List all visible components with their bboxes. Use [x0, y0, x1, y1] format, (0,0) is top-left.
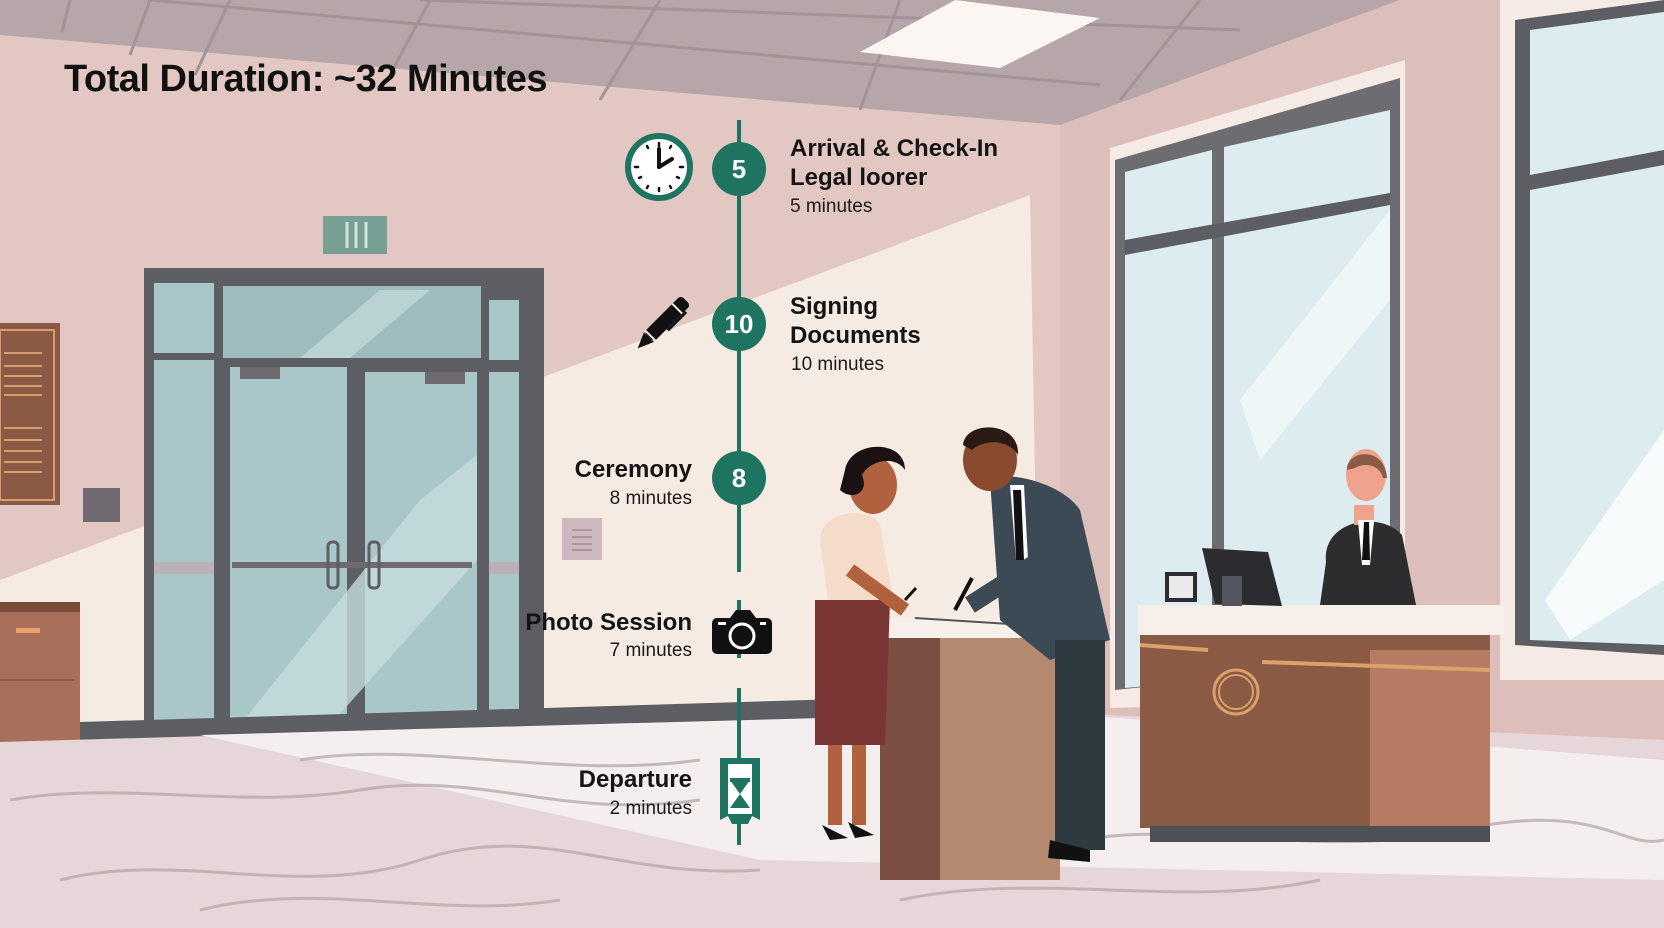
step-title: Departure [578, 766, 692, 793]
step-duration: 10 minutes [791, 354, 884, 375]
camera-icon [710, 608, 774, 661]
step-title: Ceremony [574, 456, 692, 483]
step-title: Signing Documents [790, 293, 921, 349]
step-number-badge: 8 [712, 451, 766, 505]
timeline-gap [733, 572, 745, 600]
clock-icon [624, 132, 694, 207]
step-title: Photo Session [525, 609, 692, 636]
step-number-badge: 10 [712, 297, 766, 351]
step-duration: 5 minutes [790, 196, 873, 217]
hourglass-banner-icon [718, 758, 762, 831]
step-duration: 8 minutes [609, 488, 692, 509]
step-duration: 2 minutes [609, 798, 692, 819]
total-duration-title: Total Duration: ~32 Minutes [64, 58, 548, 100]
step-number-badge: 5 [712, 142, 766, 196]
step-duration: 7 minutes [609, 640, 692, 661]
timeline-gap [733, 658, 745, 688]
pen-icon [626, 290, 696, 365]
step-title: Arrival & Check-In Legal loorer [790, 135, 999, 191]
